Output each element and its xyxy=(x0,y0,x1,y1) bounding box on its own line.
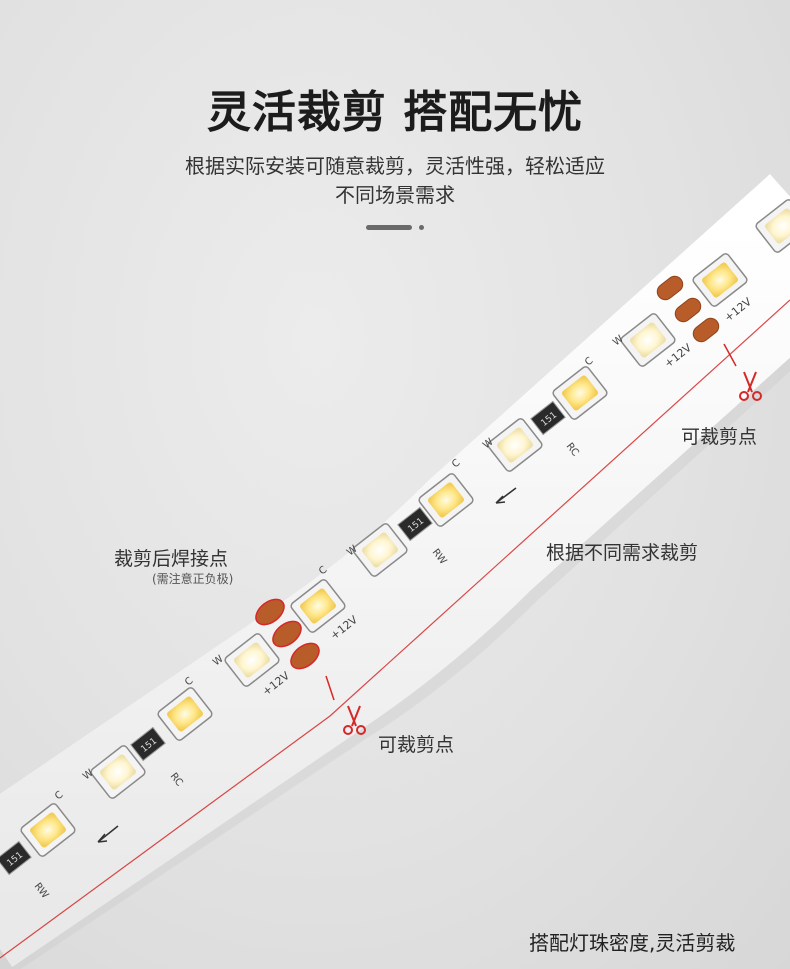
led-phosphor xyxy=(167,696,203,732)
led-phosphor xyxy=(300,588,336,624)
led-phosphor xyxy=(428,482,464,518)
solder-point-note: (需注意正负极) xyxy=(152,572,234,586)
resistor-group: 151 151 151 151 xyxy=(0,400,566,876)
strip-edge-line xyxy=(0,299,790,959)
led-phosphor xyxy=(362,532,398,568)
copper-pad xyxy=(255,598,285,626)
page-title: 灵活裁剪 搭配无忧 xyxy=(206,87,584,138)
led-phosphor xyxy=(702,262,738,298)
bottom-caption: 搭配灯珠密度,灵活剪裁 xyxy=(529,931,736,955)
cut-line-upper xyxy=(723,343,737,367)
arrow-icon xyxy=(97,825,119,843)
copper-pad xyxy=(674,297,702,323)
led-phosphor xyxy=(765,208,790,244)
subtitle-line-2: 不同场景需求 xyxy=(335,183,455,207)
led-phosphor xyxy=(100,754,136,790)
led-phosphor xyxy=(30,812,66,848)
page-subtitle: 根据实际安装可随意裁剪，灵活性强，轻松适应 不同场景需求 xyxy=(0,152,790,210)
led-phosphor xyxy=(497,427,533,463)
solder-pads-upper xyxy=(656,275,720,343)
title-divider-dot xyxy=(419,225,424,230)
resistor xyxy=(130,726,166,762)
resistor xyxy=(397,506,433,542)
led-chip-group xyxy=(20,199,790,857)
led-phosphor xyxy=(562,375,598,411)
subtitle-line-1: 根据实际安装可随意裁剪，灵活性强，轻松适应 xyxy=(185,154,605,178)
copper-pad xyxy=(272,620,302,648)
copper-pad xyxy=(656,275,684,301)
resistor xyxy=(0,840,32,876)
resistor xyxy=(530,400,566,436)
copper-pad xyxy=(692,317,720,343)
cut-point-label-lower: 可裁剪点 xyxy=(378,734,455,756)
scissors-icon xyxy=(343,705,366,735)
scissors-icon xyxy=(739,371,762,401)
cut-line-lower xyxy=(325,675,335,701)
led-strip-body xyxy=(0,174,790,968)
cut-by-need-label: 根据不同需求裁剪 xyxy=(546,542,699,564)
solder-point-label: 裁剪后焊接点 xyxy=(114,548,229,570)
copper-pad xyxy=(290,642,320,670)
cut-point-label-upper: 可裁剪点 xyxy=(681,426,758,448)
led-phosphor xyxy=(630,322,666,358)
direction-arrows xyxy=(97,487,517,843)
led-phosphor xyxy=(234,642,270,678)
arrow-icon xyxy=(495,487,517,504)
solder-pads-lower xyxy=(255,598,320,670)
title-divider-dash xyxy=(366,225,412,230)
